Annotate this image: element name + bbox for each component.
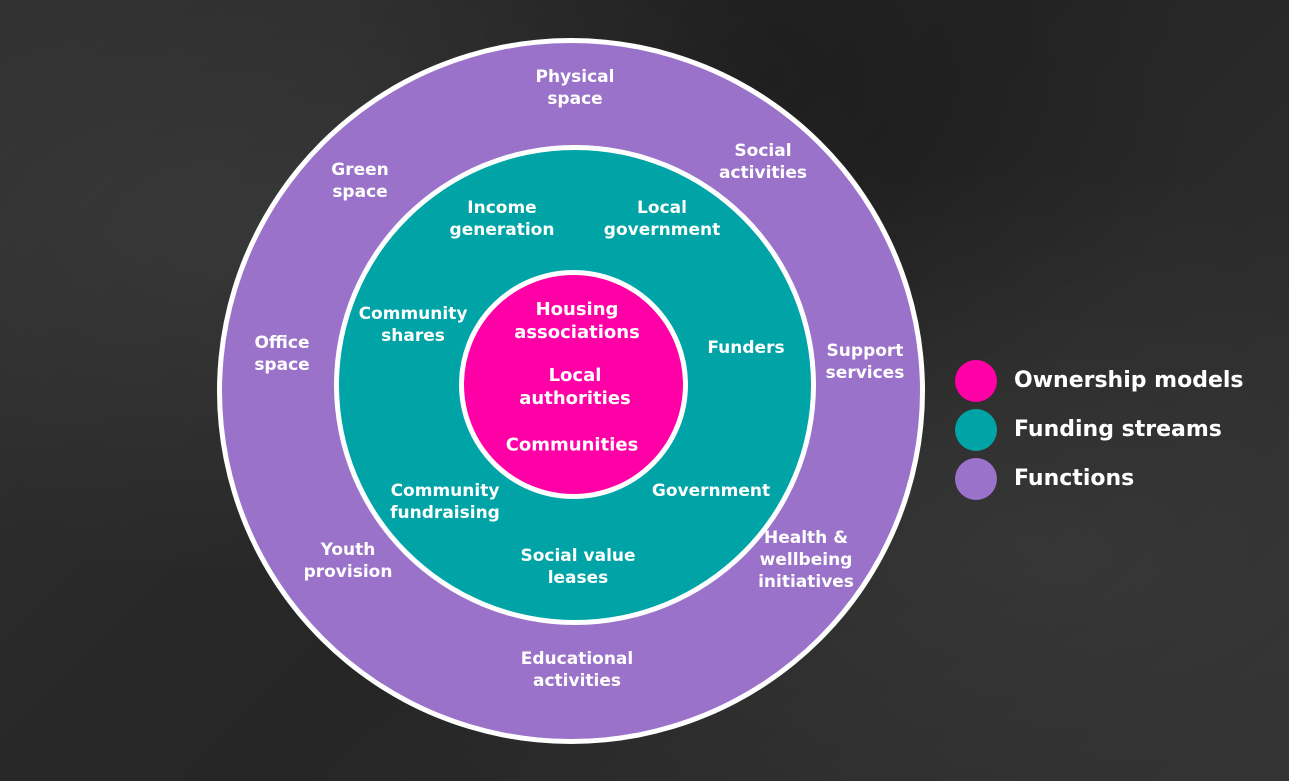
function-label-social-activities: Social activities — [718, 141, 808, 183]
function-label-physical-space: Physical space — [535, 67, 615, 109]
function-label-educational-activities: Educational activities — [520, 649, 634, 691]
legend-label: Ownership models — [1014, 368, 1244, 393]
function-label-health-wellbeing: Health & wellbeing initiatives — [758, 528, 854, 592]
legend-label: Funding streams — [1014, 417, 1222, 442]
legend-label: Functions — [1014, 466, 1135, 491]
ownership-models-circle — [459, 270, 688, 499]
funding-label-government: Government — [651, 481, 771, 501]
ownership-label-local-authorities: Local authorities — [519, 365, 631, 409]
ownership-label-communities: Communities — [505, 434, 639, 456]
legend-swatch-functions — [955, 457, 997, 500]
funding-label-social-value-leases: Social value leases — [520, 546, 636, 588]
funding-label-income-generation: Income generation — [449, 198, 555, 240]
legend-item-ownership-models: Ownership models — [955, 356, 1275, 405]
funding-label-community-shares: Community shares — [358, 304, 468, 346]
legend-item-funding-streams: Funding streams — [955, 405, 1275, 454]
funding-label-local-government: Local government — [603, 198, 721, 240]
function-label-support-services: Support services — [825, 341, 905, 383]
legend-item-functions: Functions — [955, 454, 1275, 503]
legend: Ownership models Funding streams Functio… — [955, 356, 1275, 503]
function-label-green-space: Green space — [331, 160, 389, 202]
funding-label-funders: Funders — [707, 338, 785, 358]
function-label-youth-provision: Youth provision — [303, 540, 393, 582]
legend-swatch-ownership — [955, 359, 997, 402]
function-label-office-space: Office space — [254, 333, 310, 375]
ownership-label-housing-associations: Housing associations — [514, 299, 640, 343]
funding-label-community-fundraising: Community fundraising — [390, 481, 500, 523]
legend-swatch-funding — [955, 408, 997, 451]
